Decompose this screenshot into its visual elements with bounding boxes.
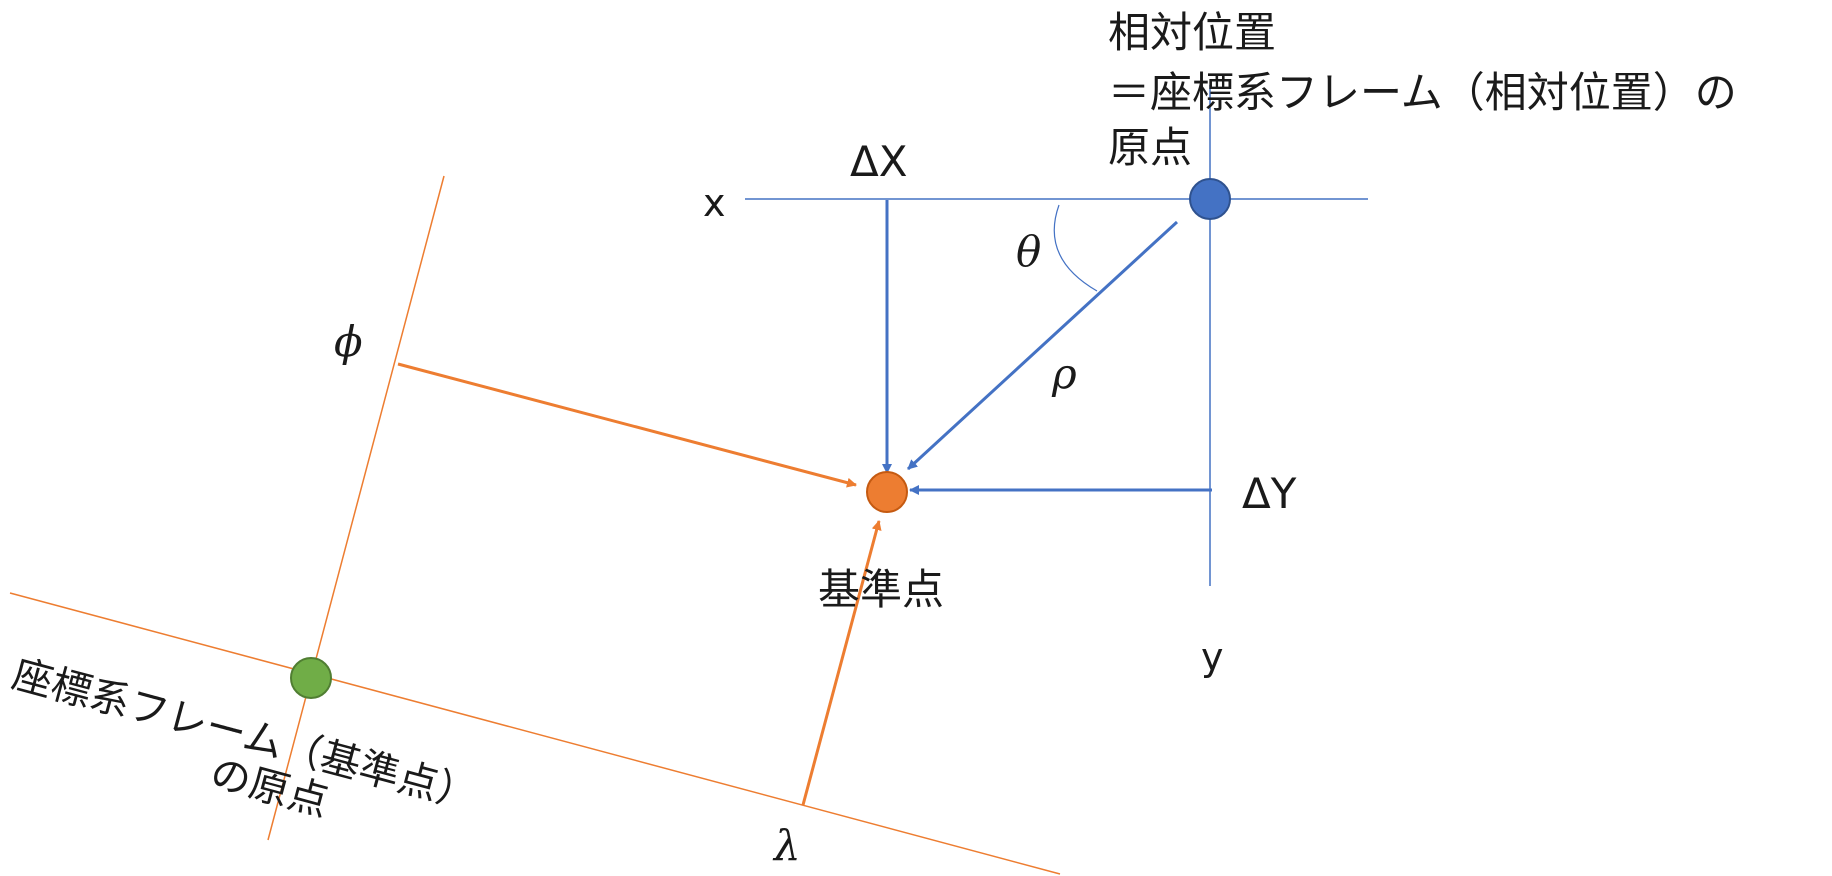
lambda-label: λ bbox=[772, 821, 801, 870]
theta-label: θ bbox=[1016, 227, 1041, 276]
reference-point bbox=[866, 471, 908, 513]
delta-x-label: ΔX bbox=[850, 137, 908, 186]
relative-position-point bbox=[1189, 178, 1231, 220]
x-axis-label: x bbox=[703, 181, 726, 225]
reference-point-label: 基準点 bbox=[818, 565, 944, 614]
phi-label: ϕ bbox=[334, 317, 363, 366]
lambda-arrow bbox=[801, 520, 882, 806]
frame-lambda-axis bbox=[9, 592, 1061, 875]
relative-position-label-3: 原点 bbox=[1108, 123, 1192, 172]
relative-position-label-1: 相対位置 bbox=[1108, 8, 1276, 57]
delta-y-label: ΔY bbox=[1242, 469, 1297, 518]
frame-phi-axis bbox=[267, 175, 445, 841]
phi-arrow bbox=[397, 362, 857, 488]
rho-arrow bbox=[906, 220, 1179, 471]
frame-origin-point bbox=[290, 657, 332, 699]
relative-position-label-2: ＝座標系フレーム（相対位置）の bbox=[1108, 68, 1737, 117]
rho-label: ρ bbox=[1051, 349, 1077, 398]
y-axis-label: y bbox=[1201, 635, 1224, 679]
theta-arc bbox=[1053, 204, 1098, 292]
